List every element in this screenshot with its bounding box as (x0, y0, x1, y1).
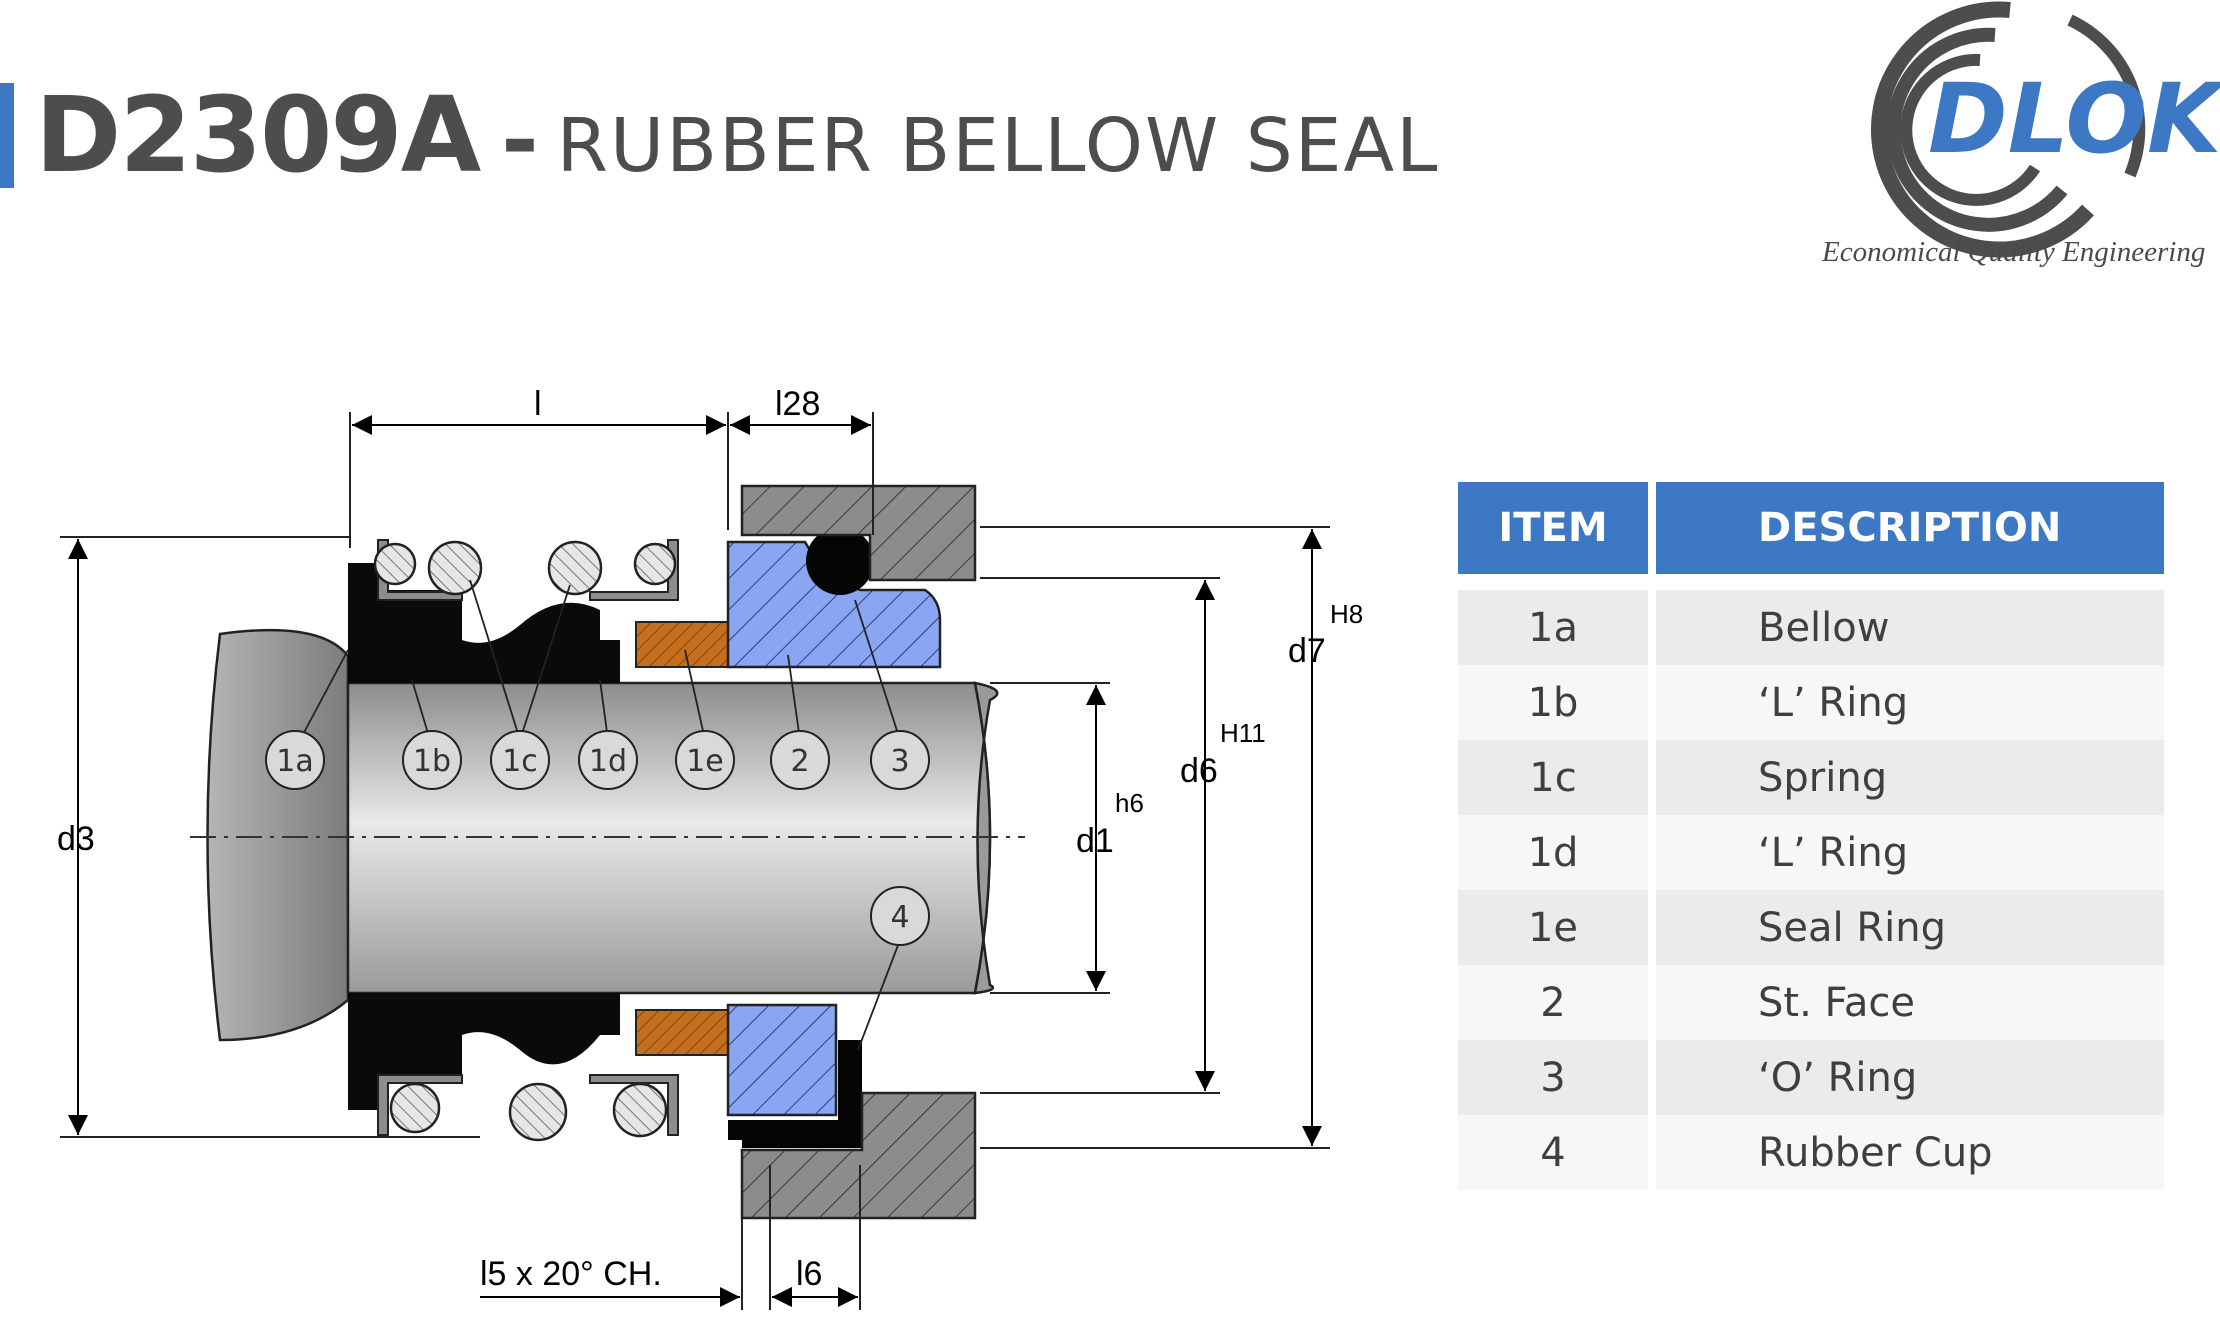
table-cell-item: 1b (1458, 665, 1648, 740)
extension-lines (60, 412, 1330, 1310)
table-cell-description: St. Face (1656, 965, 2164, 1040)
spring-lower (389, 1082, 668, 1142)
dimension-arrows (68, 415, 1322, 1307)
shaft-left-end (206, 628, 350, 1042)
logo-arc-right (2067, 14, 2146, 178)
product-code: D2309A (35, 74, 481, 196)
table-cell-item: 2 (1458, 965, 1648, 1040)
housing-upper (740, 484, 977, 582)
table-cell-item: 1e (1458, 890, 1648, 965)
table-row: 1b ‘L’ Ring (1458, 665, 2164, 740)
parts-table-body: 1a Bellow 1b ‘L’ Ring 1c Spring 1d ‘L’ R… (1458, 590, 2164, 1190)
parts-table-header: ITEM DESCRIPTION (1458, 482, 2164, 574)
logo-arc-outer (1871, 1, 2094, 258)
dim-label-l: l (534, 385, 542, 423)
dim-label-l6: l6 (796, 1255, 822, 1293)
logo-tagline: Economical Quality Engineering (1822, 236, 2206, 268)
table-cell-item: 1c (1458, 740, 1648, 815)
title-separator: - (501, 88, 539, 193)
dim-label-d7-tol: H8 (1330, 599, 1363, 629)
table-cell-description: ‘L’ Ring (1656, 665, 2164, 740)
seal-ring-upper (635, 621, 729, 668)
dlok-logo: DLOK (1871, 1, 2220, 258)
l-ring-1d-upper (589, 539, 679, 601)
o-ring-upper (806, 527, 874, 595)
table-cell-item: 1a (1458, 590, 1648, 665)
table-cell-description: ‘O’ Ring (1656, 1040, 2164, 1115)
stationary-face-lower (726, 1003, 838, 1117)
table-row: 1d ‘L’ Ring (1458, 815, 2164, 890)
dim-label-d7: d7 (1288, 632, 1326, 670)
callout-leaders (299, 579, 901, 1051)
dim-label-l5: l5 x 20° CH. (480, 1255, 662, 1293)
column-header-description: DESCRIPTION (1656, 482, 2164, 574)
dim-label-d3: d3 (57, 820, 95, 858)
table-cell-description: Rubber Cup (1656, 1115, 2164, 1190)
page-title: D2309A-RUBBER BELLOW SEAL (35, 60, 1439, 241)
column-header-item: ITEM (1458, 482, 1648, 574)
table-cell-item: 4 (1458, 1115, 1648, 1190)
l-ring-1b-lower (377, 1074, 463, 1136)
table-cell-description: ‘L’ Ring (1656, 815, 2164, 890)
dim-label-d6-tol: H11 (1220, 718, 1266, 748)
logo-arc-inner (1900, 53, 2041, 206)
table-cell-description: Seal Ring (1656, 890, 2164, 965)
table-cell-description: Spring (1656, 740, 2164, 815)
table-row: 1c Spring (1458, 740, 2164, 815)
seal-cross-section-drawing: l l28 d3 d7 H8 d6 H11 d1 h6 l5 x 20° CH.… (57, 385, 1363, 1310)
table-row: 1e Seal Ring (1458, 890, 2164, 965)
table-cell-item: 1d (1458, 815, 1648, 890)
table-row: 2 St. Face (1458, 965, 2164, 1040)
logo-wordmark: DLOK (1928, 63, 2220, 175)
dim-label-d6: d6 (1180, 752, 1218, 790)
title-accent-bar (0, 83, 14, 188)
l-ring-1d-lower (589, 1074, 679, 1136)
rubber-cup-lower (728, 1040, 862, 1148)
table-row: 3 ‘O’ Ring (1458, 1040, 2164, 1115)
table-cell-item: 3 (1458, 1040, 1648, 1115)
logo-arc-middle (1886, 27, 2068, 232)
dim-label-d1-tol: h6 (1115, 788, 1144, 818)
table-row: 4 Rubber Cup (1458, 1115, 2164, 1190)
table-cell-description: Bellow (1656, 590, 2164, 665)
product-name: RUBBER BELLOW SEAL (556, 103, 1440, 189)
dim-label-l28: l28 (775, 385, 820, 423)
seal-ring-lower (635, 1009, 729, 1056)
parts-table: ITEM DESCRIPTION 1a Bellow 1b ‘L’ Ring 1… (1458, 482, 2164, 1190)
table-row: 1a Bellow (1458, 590, 2164, 665)
dim-label-d1: d1 (1076, 822, 1114, 860)
bellow-lower (348, 993, 620, 1110)
spring-upper (373, 540, 677, 596)
